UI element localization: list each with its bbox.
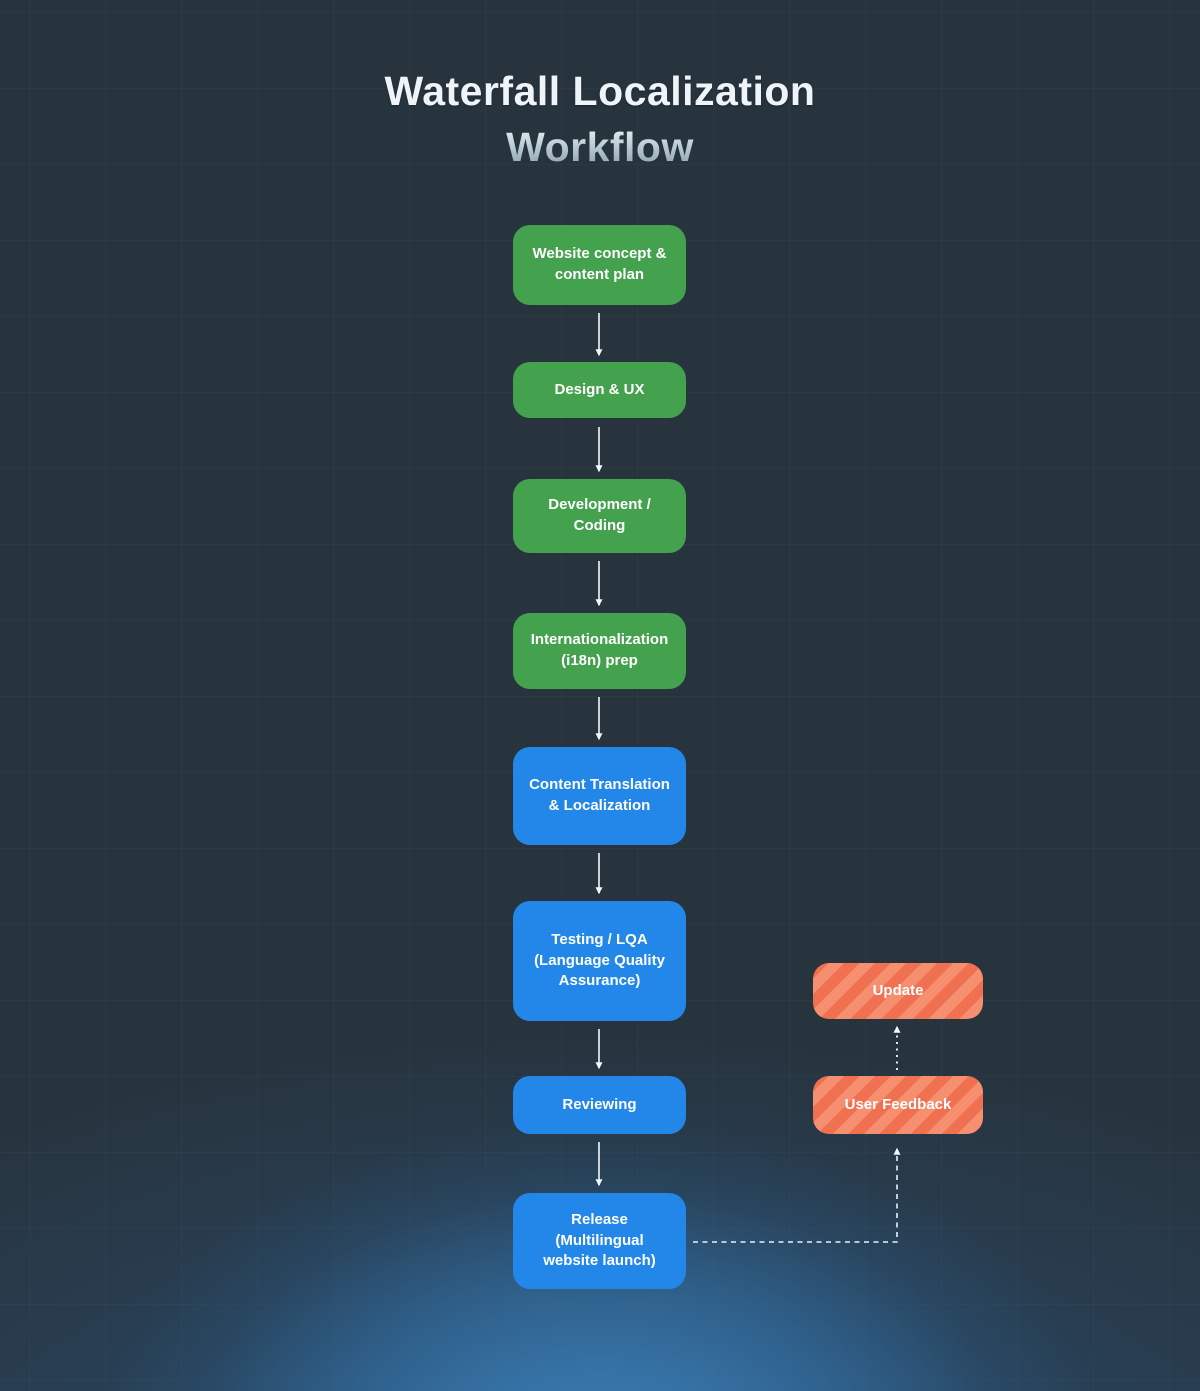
- flow-node-reviewing: Reviewing: [513, 1076, 686, 1134]
- flow-node-content-translation: Content Translation & Localization: [513, 747, 686, 845]
- flow-node-update: Update: [813, 963, 983, 1019]
- diagram-title-line1: Waterfall Localization: [384, 68, 816, 114]
- flow-node-design-ux: Design & UX: [513, 362, 686, 418]
- flow-node-website-concept: Website concept & content plan: [513, 225, 686, 305]
- flow-node-release: Release (Multilingual website launch): [513, 1193, 686, 1289]
- flow-node-user-feedback: User Feedback: [813, 1076, 983, 1134]
- flow-node-i18n-prep: Internationalization (i18n) prep: [513, 613, 686, 689]
- flow-node-development-coding: Development / Coding: [513, 479, 686, 553]
- diagram-title-line2: Workflow: [0, 124, 1200, 171]
- flow-node-testing-lqa: Testing / LQA (Language Quality Assuranc…: [513, 901, 686, 1021]
